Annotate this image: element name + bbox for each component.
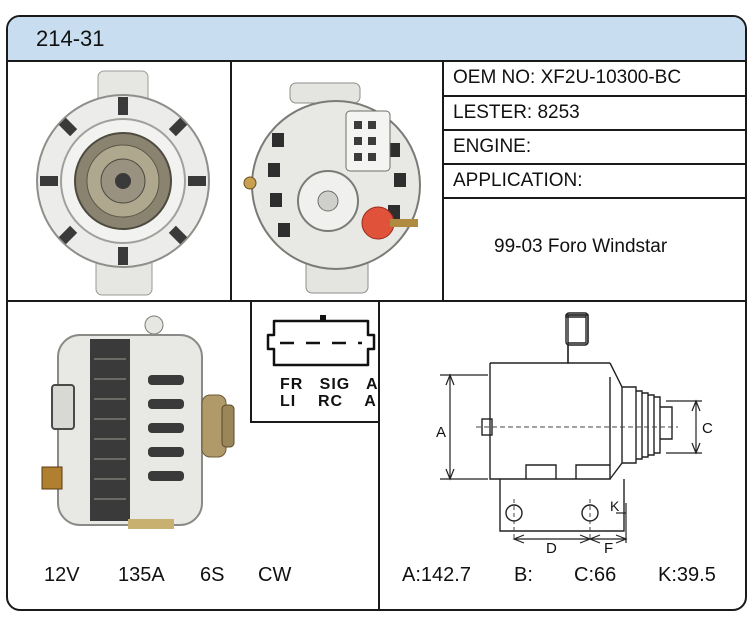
oem-row: OEM NO: XF2U-10300-BC: [453, 67, 681, 89]
pin-label: FR: [280, 376, 304, 393]
pin-label: RC: [318, 393, 344, 410]
application-label: APPLICATION:: [453, 170, 583, 191]
dimension-a: A:142.7: [402, 564, 471, 586]
divider-vertical-top-right: [442, 60, 444, 300]
divider-vertical-bottom: [378, 300, 380, 609]
product-card: 214-31 OEM NO: XF2U-10300-BC LESTER: 825…: [6, 15, 747, 611]
lester-label: LESTER:: [453, 102, 533, 123]
label-d: D: [546, 540, 557, 557]
pin-label: SIG: [319, 376, 351, 393]
amperage: 135A: [118, 564, 165, 586]
part-number-title: 214-31: [36, 26, 105, 51]
label-c: C: [702, 420, 713, 437]
pin-label: LI: [280, 393, 297, 410]
pulley-groove: 6S: [200, 564, 225, 586]
rotation: CW: [258, 564, 292, 586]
label-a: A: [436, 424, 446, 441]
header-bar: 214-31: [8, 17, 745, 62]
application-value: 99-03 Foro Windstar: [494, 236, 668, 257]
lester-row: LESTER: 8253: [453, 102, 580, 124]
divider-horizontal-middle: [8, 300, 745, 302]
pin-label: A: [364, 393, 377, 410]
connector-pin-labels-row1: FR SIG A: [280, 376, 379, 394]
oem-label: OEM NO:: [453, 67, 536, 88]
lester-value: 8253: [537, 102, 580, 123]
spec-row-divider: [442, 197, 745, 199]
divider-vertical-top-left: [230, 60, 232, 300]
connector-box-bottom: [250, 421, 380, 423]
dimension-c: C:66: [574, 564, 617, 586]
pin-label: A: [365, 376, 379, 393]
label-k: K: [610, 498, 620, 514]
engine-label: ENGINE:: [453, 136, 532, 157]
spec-row-divider: [442, 163, 745, 165]
spec-row-divider: [442, 129, 745, 131]
spec-row-divider: [442, 95, 745, 97]
alternator-side-photo: [41, 315, 235, 529]
connector-plug-diagram: [266, 315, 376, 367]
label-f: F: [604, 540, 613, 557]
connector-pin-labels-row2: LI RC A: [280, 393, 377, 411]
dimension-drawing: A C D F K: [436, 312, 713, 557]
dimension-b: B:: [514, 564, 533, 586]
alternator-front-photo: [36, 70, 210, 296]
dimension-k: K:39.5: [658, 564, 716, 586]
voltage: 12V: [44, 564, 80, 586]
connector-box-left: [250, 300, 252, 422]
alternator-rear-photo: [243, 82, 421, 294]
oem-value: XF2U-10300-BC: [540, 67, 682, 88]
